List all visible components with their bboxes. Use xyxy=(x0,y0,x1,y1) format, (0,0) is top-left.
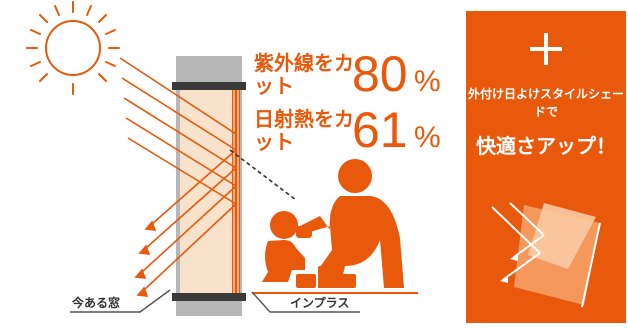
stat-heat-label: 日射熱をカット xyxy=(254,107,354,154)
label-inplus: インプラス xyxy=(290,296,350,310)
outdoor-shade-icon xyxy=(491,202,601,308)
stat-heat: 日射熱をカット 61 % xyxy=(254,104,454,158)
panel-subtitle: 外付け日よけスタイルシェードで xyxy=(467,87,624,119)
reflected-rays xyxy=(134,149,237,297)
label-leaders xyxy=(70,289,360,313)
stat-heat-unit: % xyxy=(414,121,441,154)
window-icon xyxy=(172,56,246,316)
stat-uv-unit: % xyxy=(414,65,441,98)
panel-headline: 快適さアップ！ xyxy=(476,134,616,158)
label-current-window: 今ある窓 xyxy=(72,296,121,310)
stat-heat-value: 61 xyxy=(352,102,408,158)
family-icon xyxy=(262,159,404,288)
incoming-rays xyxy=(119,57,237,205)
promo-panel: 外付け日よけスタイルシェードで 快適さアップ！ xyxy=(466,11,626,323)
stat-uv-label: 紫外線をカット xyxy=(254,51,354,98)
stat-uv: 紫外線をカット 80 % xyxy=(254,48,454,102)
sun-icon xyxy=(26,1,120,95)
stat-uv-value: 80 xyxy=(352,46,408,102)
plus-icon xyxy=(530,33,562,65)
